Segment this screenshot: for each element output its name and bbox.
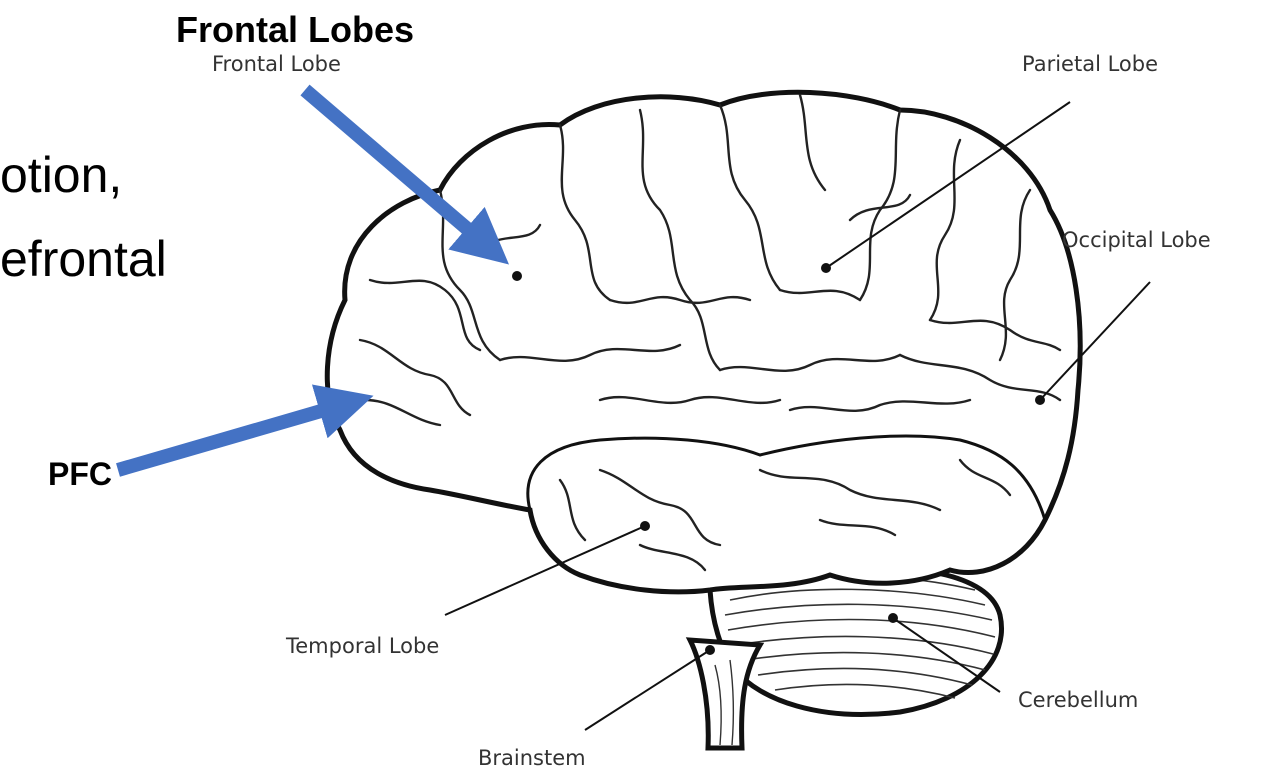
brainstem-dot [705, 645, 715, 655]
label-cerebellum: Cerebellum [1018, 690, 1138, 711]
label-parietal-lobe: Parietal Lobe [1022, 54, 1158, 75]
label-brainstem: Brainstem [478, 748, 586, 769]
label-temporal-lobe: Temporal Lobe [286, 636, 439, 657]
annotation-pfc: PFC [48, 458, 112, 490]
cerebellum-dot [888, 613, 898, 623]
label-occipital-lobe: Occipital Lobe [1062, 230, 1211, 251]
pfc-arrow [118, 402, 352, 470]
occipital-dot [1035, 395, 1045, 405]
annotation-frontal-lobes: Frontal Lobes [176, 12, 414, 48]
label-frontal-lobe: Frontal Lobe [212, 54, 341, 75]
temporal-dot [640, 521, 650, 531]
cerebrum [327, 92, 1080, 592]
brainstem-leader-line [585, 650, 710, 730]
parietal-dot [821, 263, 831, 273]
frontal-dot [512, 271, 522, 281]
